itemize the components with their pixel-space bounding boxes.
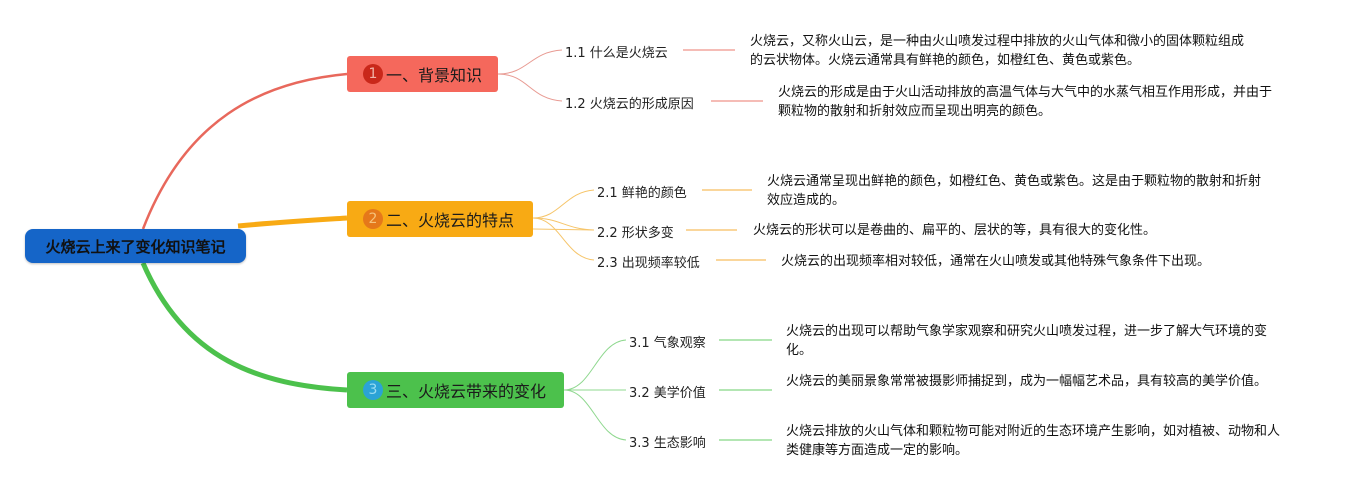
sub-topic-1-1[interactable]: 1.1 什么是火烧云 — [565, 46, 668, 61]
connector-b2-sub-1 — [532, 189, 595, 219]
connector-root-to-branch-2 — [237, 215, 348, 229]
description-2-1: 火烧云通常呈现出鲜艳的颜色，如橙红色、黄色或紫色。这是由于颗粒物的散射和折射效应… — [767, 174, 1262, 208]
sub-topic-3-2[interactable]: 3.2 美学价值 — [629, 386, 706, 401]
connector-b3-sub-3 — [563, 389, 627, 441]
description-2-3: 火烧云的出现频率相对较低，通常在火山喷发或其他特殊气象条件下出现。 — [781, 254, 1211, 269]
branch-node-2[interactable]: 2 二、火烧云的特点 — [347, 201, 533, 237]
branch-label: 二、火烧云的特点 — [386, 211, 515, 230]
root-title: 火烧云上来了变化知识笔记 — [45, 237, 226, 256]
connector-b2-sub-3 — [532, 217, 595, 261]
description-3-2: 火烧云的美丽景象常常被摄影师捕捉到，成为一幅幅艺术品，具有较高的美学价值。 — [786, 374, 1268, 389]
connector-root-to-branch-1 — [141, 72, 348, 230]
root-node[interactable]: 火烧云上来了变化知识笔记 — [25, 229, 246, 263]
connector-root-to-branch-3 — [140, 262, 348, 393]
sub-topic-2-3[interactable]: 2.3 出现频率较低 — [597, 256, 700, 271]
sub-topic-3-1[interactable]: 3.1 气象观察 — [629, 336, 706, 351]
description-3-1: 火烧云的出现可以帮助气象学家观察和研究火山喷发过程，进一步了解大气环境的变化。 — [786, 324, 1268, 358]
sub-topic-2-2[interactable]: 2.2 形状多变 — [597, 226, 674, 241]
sub-topic-1-2[interactable]: 1.2 火烧云的形成原因 — [565, 97, 694, 112]
number-badge-icon: 1 — [363, 64, 383, 84]
sub-topic-2-1[interactable]: 2.1 鲜艳的颜色 — [597, 186, 687, 201]
branch-label: 三、火烧云带来的变化 — [386, 382, 547, 401]
description-1-2: 火烧云的形成是由于火山活动排放的高温气体与大气中的水蒸气相互作用形成，并由于颗粒… — [778, 85, 1273, 119]
description-1-1: 火烧云，又称火山云，是一种由火山喷发过程中排放的火山气体和微小的固体颗粒组成的云… — [750, 34, 1245, 68]
branch-label: 一、背景知识 — [386, 66, 483, 85]
connector-b3-sub-1 — [563, 339, 627, 391]
connector-b1-sub-2 — [497, 73, 563, 102]
sub-topic-3-3[interactable]: 3.3 生态影响 — [629, 436, 706, 451]
number-badge-icon: 3 — [363, 380, 383, 400]
description-3-3: 火烧云排放的火山气体和颗粒物可能对附近的生态环境产生影响，如对植被、动物和人类健… — [786, 424, 1281, 458]
branch-node-3[interactable]: 3 三、火烧云带来的变化 — [347, 372, 564, 408]
connector-b1-sub-1 — [497, 49, 563, 75]
description-2-2: 火烧云的形状可以是卷曲的、扁平的、层状的等，具有很大的变化性。 — [753, 223, 1157, 238]
connector-b2-sub-2 — [532, 228, 595, 231]
branch-node-1[interactable]: 1 一、背景知识 — [347, 56, 498, 92]
number-badge-icon: 2 — [363, 209, 383, 229]
connector-b2-sub-2-branch — [532, 217, 595, 231]
